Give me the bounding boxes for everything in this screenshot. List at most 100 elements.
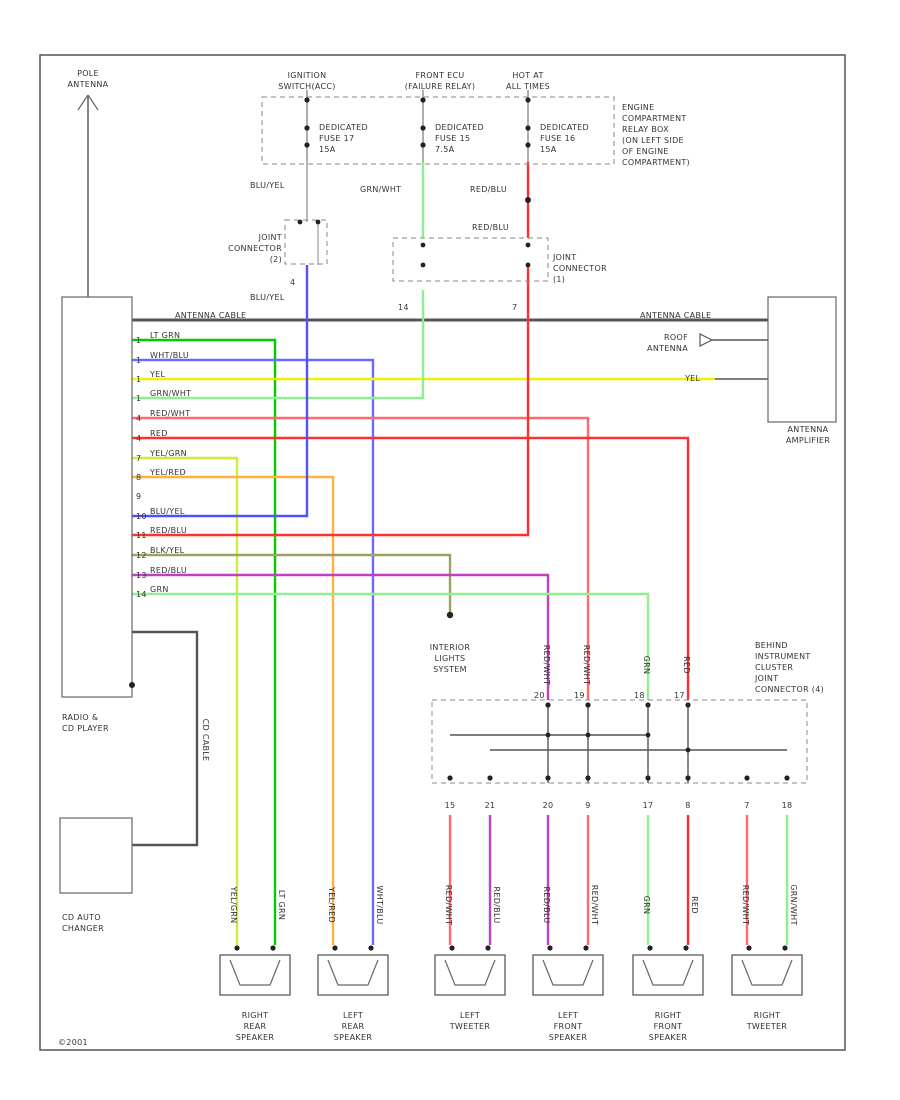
wire-label-red-blu: RED/BLU [472, 223, 509, 232]
diagram-border [39, 54, 846, 1051]
drop-wire-label: GRN [642, 656, 651, 675]
speaker-wire-label: RED/BLU [542, 887, 551, 924]
speaker-terminal [647, 945, 653, 951]
fuse-terminal-bottom [420, 142, 426, 148]
radio-pin-wire-label: WHT/BLU [150, 351, 189, 360]
speaker-cone [542, 959, 594, 986]
speaker-body [731, 954, 803, 996]
cluster-pin-number: 18 [634, 691, 645, 700]
fuse-terminal-top [525, 97, 531, 103]
joint-1-pin [525, 262, 531, 268]
antenna-cable-label: ANTENNA CABLE [175, 311, 246, 320]
speaker-5 [731, 945, 803, 996]
radio-pin-wire-label: YEL/RED [149, 468, 186, 477]
radio-harness-wire [132, 265, 530, 537]
radio-pin-wire-label: RED/BLU [150, 566, 187, 575]
fuse-terminal-bottom [304, 142, 310, 148]
wire-label-blu-yel: BLU/YEL [250, 181, 285, 190]
drop-wire-label: RED/WHT [542, 645, 551, 685]
speaker-cone [327, 959, 379, 986]
radio-pin-wire-label: BLU/YEL [150, 507, 185, 516]
joint-4-output-pin [784, 775, 790, 781]
cd-changer-box[interactable] [59, 817, 133, 894]
wire-label-red-blu: RED/BLU [470, 185, 507, 194]
speaker-body [317, 954, 389, 996]
radio-pin-wire-label: RED [150, 429, 168, 438]
radio-pin-number: 8 [136, 473, 141, 482]
joint-4-output-pin [545, 775, 551, 781]
radio-pin-wire-label: GRN [150, 585, 169, 594]
speaker-terminal [332, 945, 338, 951]
cluster-pin-number: 17 [674, 691, 685, 700]
speaker-terminal [746, 945, 752, 951]
radio-unit-box[interactable] [61, 296, 133, 698]
antenna-cable-label: ANTENNA CABLE [640, 311, 711, 320]
speaker-cone [642, 959, 694, 986]
splice-dot [545, 732, 551, 738]
speaker-wire-label: YEL/GRN [229, 886, 238, 924]
wire-label-grn-wht: GRN/WHT [360, 185, 401, 194]
pole-antenna-arm [77, 94, 89, 111]
radio-pin-number: 7 [136, 454, 141, 463]
joint-connector-2-outline [284, 219, 328, 265]
joint-4-output-pin [645, 775, 651, 781]
speaker-wire-label: RED/BLU [492, 887, 501, 924]
connector-pin-number: 18 [782, 801, 793, 810]
joint-4-output-pin [744, 775, 750, 781]
components-layer [59, 96, 837, 894]
pin-label: 4 [290, 278, 295, 287]
drop-wire-label: RED [682, 656, 691, 674]
roof-antenna-symbol [699, 333, 714, 347]
antenna-amplifier-box[interactable] [767, 296, 837, 423]
speaker-terminal [683, 945, 689, 951]
speaker-wire-label: LT GRN [277, 890, 286, 920]
radio-harness-wire [132, 592, 650, 700]
speaker-terminal [270, 945, 276, 951]
speaker-cone [741, 959, 793, 986]
speaker-4 [632, 945, 704, 996]
pin-label: 14 [398, 303, 409, 312]
connector-pin-number: 7 [744, 801, 749, 810]
radio-harness-wire [132, 475, 335, 945]
radio-harness-wire [132, 338, 277, 945]
pole-antenna-arm [87, 94, 99, 111]
joint-1-pin [525, 242, 531, 248]
wire-label-yel: YEL [684, 374, 701, 383]
radio-pin-wire-label: LT GRN [150, 331, 180, 340]
speaker-wire-label: RED/WHT [741, 885, 750, 925]
joint-4-output-pin [487, 775, 493, 781]
speaker-2 [434, 945, 506, 996]
speaker-terminal [583, 945, 589, 951]
radio-pin-number: 4 [136, 414, 141, 423]
ground-point [129, 682, 135, 688]
speaker-0 [219, 945, 291, 996]
speaker-terminal [485, 945, 491, 951]
joint-1-pin [420, 242, 426, 248]
speaker-body [434, 954, 506, 996]
speaker-body [532, 954, 604, 996]
radio-pin-number: 13 [136, 571, 147, 580]
radio-harness-wire [132, 573, 550, 700]
radio-harness-wire [132, 358, 375, 945]
radio-pin-number: 14 [136, 590, 147, 599]
radio-harness-wire [132, 265, 309, 518]
cluster-pin-number: 19 [574, 691, 585, 700]
speaker-cone [444, 959, 496, 986]
speaker-terminal [234, 945, 240, 951]
speaker-cone [229, 959, 281, 986]
radio-pin-number: 12 [136, 551, 147, 560]
radio-pin-wire-label: YEL/GRN [149, 449, 187, 458]
speakers-layer [219, 945, 803, 996]
